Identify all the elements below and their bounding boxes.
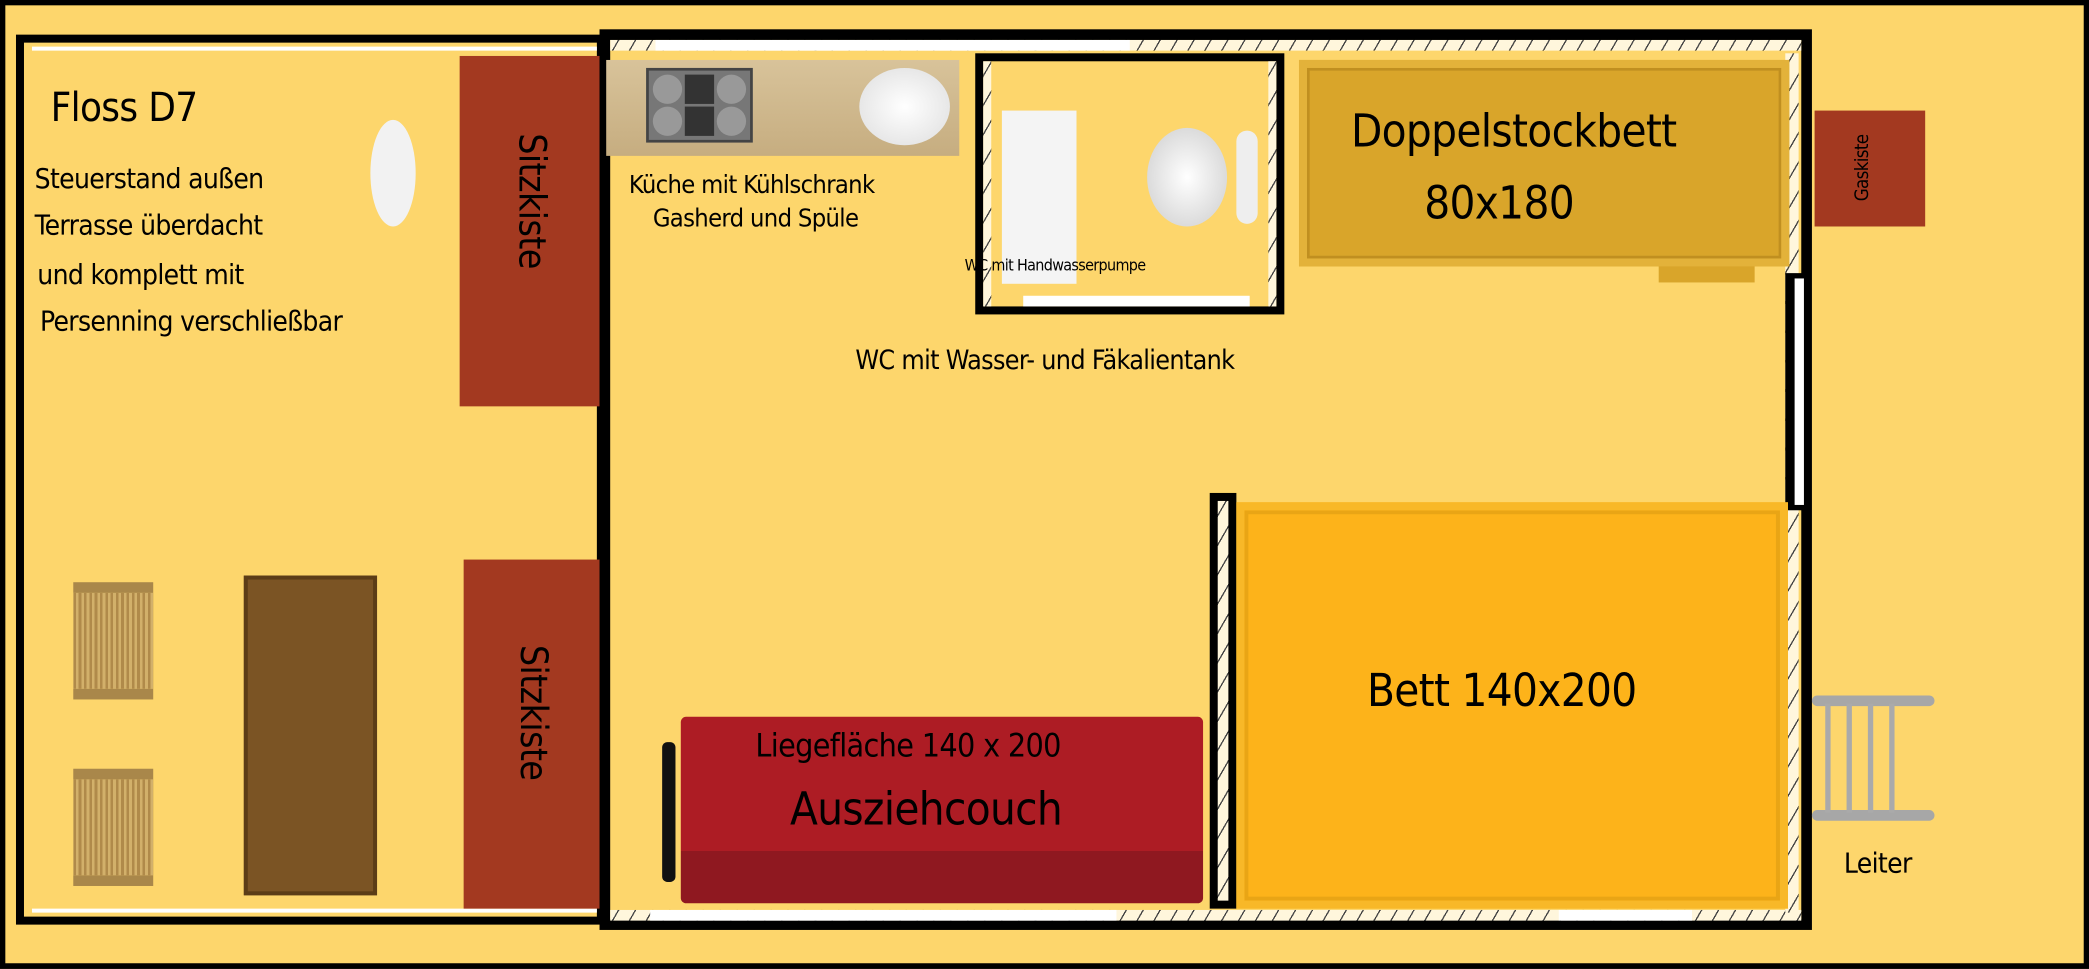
terrace-note: Persenning verschließbar	[39, 305, 343, 338]
chair-icon	[73, 582, 154, 700]
ladder-icon	[1811, 693, 1935, 826]
table-icon	[243, 575, 378, 896]
kitchen-label: Gasherd und Spüle	[652, 203, 859, 234]
steering-wheel-icon	[370, 119, 416, 227]
washbasin-icon	[1001, 110, 1077, 284]
seat-box-top: Sitzkiste	[459, 55, 600, 407]
window-bottom	[650, 909, 1117, 921]
terrace-note: Steuerstand außen	[34, 162, 265, 195]
bunk-ladder-step	[1658, 266, 1755, 283]
wc-room-label: WC mit Handwasserpumpe	[964, 255, 1147, 275]
window-top	[655, 39, 1130, 51]
double-bed: Bett 140x200	[1236, 502, 1788, 909]
bunk-bed: Doppelstockbett 80x180	[1298, 59, 1790, 267]
terrace-note: und komplett mit	[37, 258, 244, 291]
seat-box-label: Sitzkiste	[510, 133, 555, 269]
kitchen-label: Küche mit Kühlschrank	[628, 170, 875, 200]
bed-partition	[1209, 492, 1237, 909]
sink-icon	[859, 67, 950, 146]
toilet-icon	[1147, 127, 1228, 227]
gas-box: Gaskiste	[1814, 110, 1926, 227]
bed-label: Bett 140x200	[1366, 664, 1637, 719]
bunk-bed-size: 80x180	[1424, 177, 1574, 231]
couch-label: Ausziehcouch	[790, 783, 1063, 837]
couch-armrest	[662, 742, 676, 882]
terrace-rail-bottom	[31, 908, 597, 913]
terrace-rail-top	[31, 46, 597, 51]
terrace-note: Terrasse überdacht	[34, 209, 263, 242]
gas-stove-icon	[646, 67, 753, 143]
kitchen-counter	[606, 59, 960, 156]
wc-door	[1023, 295, 1250, 307]
window-bottom	[1558, 909, 1693, 921]
wc-tank-label: WC mit Wasser- und Fäkalientank	[855, 343, 1235, 376]
gas-box-label: Gaskiste	[1851, 134, 1874, 202]
couch-size-label: Liegefläche 140 x 200	[755, 727, 1061, 765]
wc-room: WC mit Handwasserpumpe	[965, 53, 1285, 315]
chair-icon	[73, 768, 154, 886]
seat-box-label: Sitzkiste	[511, 644, 556, 781]
bunk-bed-label: Doppelstockbett	[1350, 105, 1677, 159]
plan-title: Floss D7	[50, 85, 198, 132]
pull-out-couch: Liegefläche 140 x 200 Ausziehcouch	[680, 716, 1204, 904]
wall-bottom	[610, 909, 1802, 921]
door-right	[1785, 273, 1810, 511]
toilet-tank-icon	[1236, 130, 1258, 224]
seat-box-bottom: Sitzkiste	[463, 559, 603, 909]
wall-top	[610, 39, 1802, 51]
ladder-label: Leiter	[1843, 847, 1912, 880]
